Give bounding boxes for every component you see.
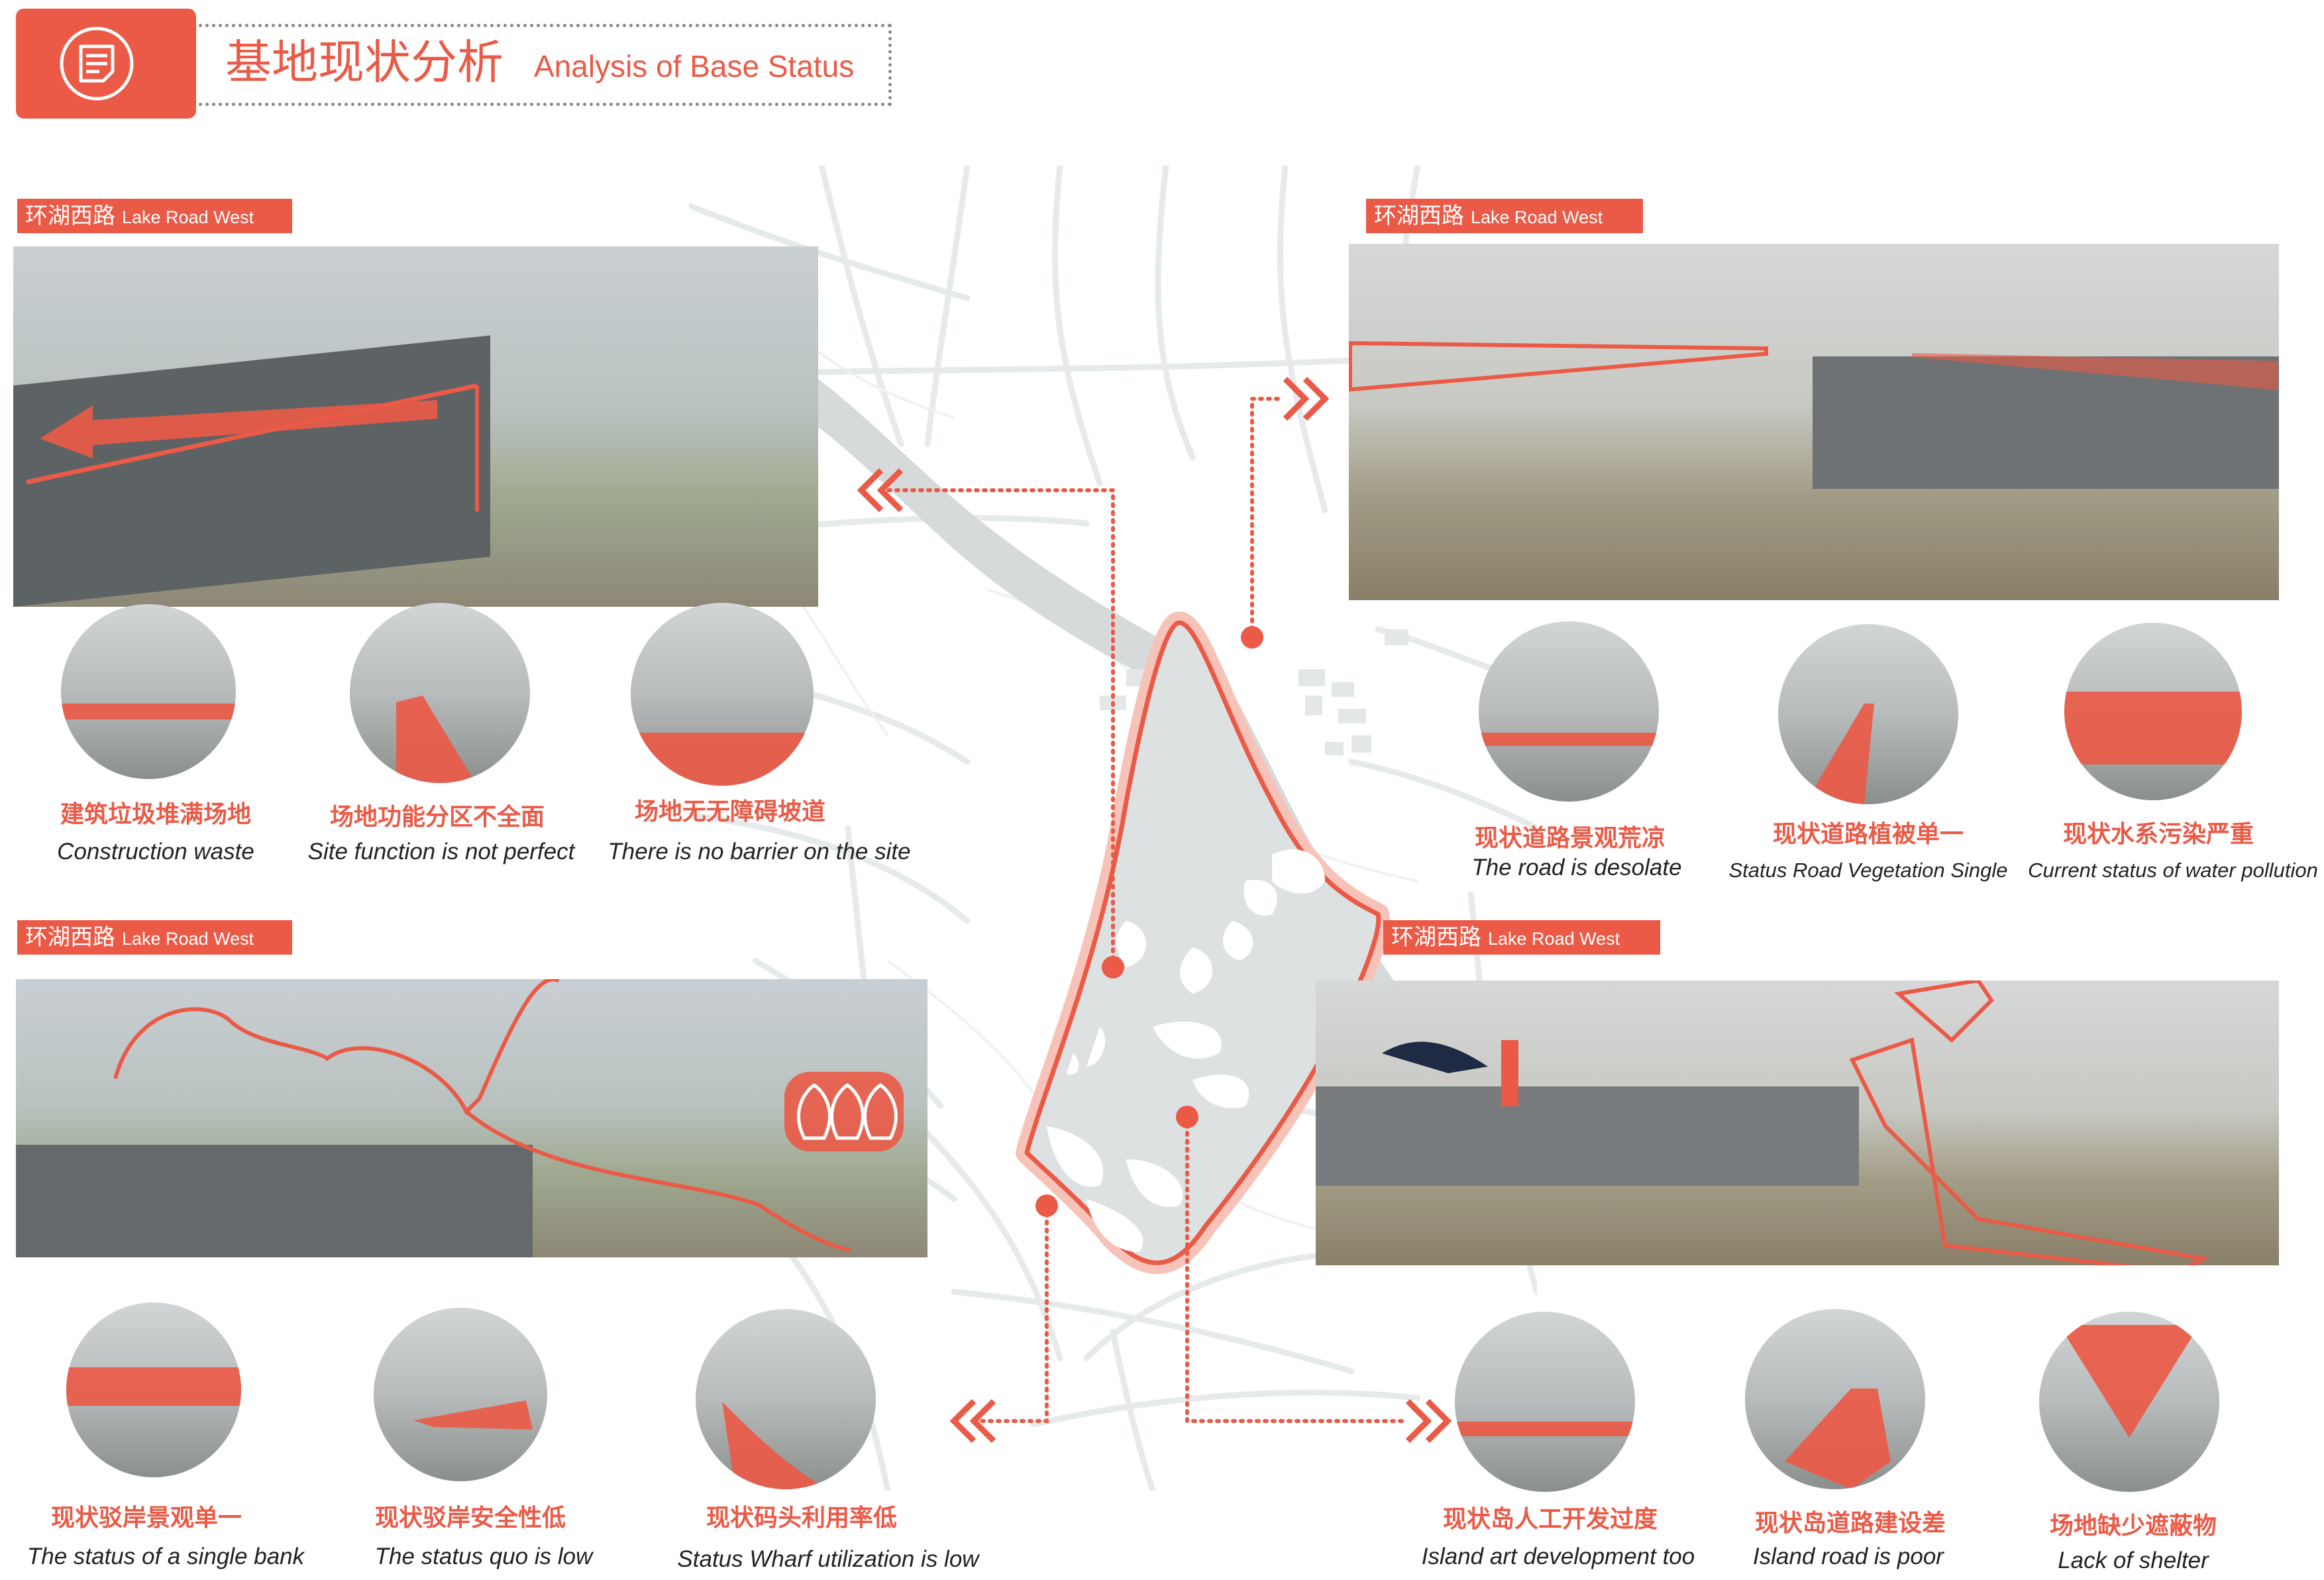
issue-title-cn: 现状码头利用率低 [706, 1504, 897, 1532]
issue-title-en: Construction waste [57, 839, 254, 865]
thumb-road-vegetation [1778, 624, 1958, 804]
thumb-water-pollution [2064, 623, 2242, 800]
page-title-cn: 基地现状分析 [225, 35, 503, 89]
leader-bottom-right [1185, 1115, 1406, 1423]
panel-tag-cn: 环湖西路 [25, 924, 115, 951]
marker-east [1176, 1106, 1198, 1128]
site-map [689, 166, 1537, 1491]
tree-outline-annotation [113, 979, 904, 1253]
photo-panel-lake-road-top-left [13, 246, 818, 607]
panel-tag-en: Lake Road West [122, 929, 254, 949]
leader-top-left [886, 488, 1115, 969]
issue-title-en: The status quo is low [374, 1544, 593, 1569]
document-icon [60, 26, 134, 101]
issue-title-cn: 场地缺少遮蔽物 [2049, 1512, 2217, 1540]
thumb-island-development [1455, 1312, 1635, 1492]
issue-title-en: Island art development too [1421, 1544, 1695, 1569]
issue-title-cn: 现状道路景观荒凉 [1474, 825, 1665, 852]
road-annotation [26, 383, 479, 511]
issue-title-en: Status Road Vegetation Single [1728, 859, 2008, 882]
issue-title-cn: 现状驳岸景观单一 [50, 1504, 242, 1532]
photo-panel-lake-road-bottom-left [16, 979, 927, 1257]
leader-bottom-left [978, 1204, 1049, 1423]
marker-south [1035, 1194, 1058, 1217]
issue-title-cn: 现状驳岸安全性低 [374, 1504, 566, 1532]
panel-tag-cn: 环湖西路 [25, 203, 115, 229]
issue-title-cn: 场地功能分区不全面 [329, 804, 545, 831]
panel-tag-en: Lake Road West [122, 207, 254, 227]
road-annotation [1382, 980, 2210, 1265]
road-annotation [1349, 341, 2278, 392]
thumb-site-function [350, 603, 530, 783]
issue-title-en: There is no barrier on the site [607, 839, 911, 865]
thumb-no-barrier-ramp [631, 603, 814, 786]
issue-title-cn: 建筑垃圾堆满场地 [60, 801, 251, 828]
issue-title-cn: 现状岛人工开发过度 [1442, 1506, 1658, 1533]
thumb-construction-waste [61, 604, 236, 779]
panel-tag-cn: 环湖西路 [1374, 203, 1464, 229]
panel-tag-cn: 环湖西路 [1391, 924, 1481, 951]
issue-title-en: Site function is not perfect [307, 839, 575, 865]
double-chevron-left-bottom [949, 1398, 996, 1444]
panel-tag-1: 环湖西路 Lake Road West [17, 199, 292, 233]
issue-title-en: Status Wharf utilization is low [677, 1546, 979, 1572]
thumb-bank-safety [374, 1308, 547, 1481]
issue-title-en: The status of a single bank [26, 1544, 305, 1569]
leader-top-right [1250, 397, 1281, 639]
thumb-island-road [1745, 1309, 1925, 1489]
thumb-single-bank [66, 1302, 241, 1477]
thumb-lack-of-shelter [2039, 1312, 2219, 1492]
issue-title-cn: 现状水系污染严重 [2062, 821, 2254, 848]
double-chevron-right-bottom [1405, 1398, 1452, 1444]
issue-title-cn: 场地无无障碍坡道 [634, 798, 825, 825]
photo-panel-lake-road-top-right [1349, 244, 2279, 600]
issue-title-en: Current status of water pollution [2028, 859, 2318, 882]
header-dotted-frame [199, 24, 892, 106]
thumb-road-desolate [1479, 621, 1659, 802]
issue-title-en: The road is desolate [1471, 855, 1682, 880]
panel-tag-4: 环湖西路 Lake Road West [1383, 920, 1660, 955]
panel-tag-3: 环湖西路 Lake Road West [17, 920, 292, 955]
issue-title-en: Island road is poor [1753, 1544, 1944, 1569]
marker-north [1241, 626, 1263, 649]
issue-title-en: Lack of shelter [2058, 1548, 2209, 1573]
issue-title-cn: 现状道路植被单一 [1772, 821, 1964, 848]
panel-tag-en: Lake Road West [1471, 207, 1603, 227]
panel-tag-2: 环湖西路 Lake Road West [1366, 199, 1643, 233]
double-chevron-left-top [857, 468, 904, 513]
page-title-en: Analysis of Base Status [534, 49, 855, 83]
photo-panel-lake-road-bottom-right [1316, 980, 2279, 1265]
double-chevron-right-top [1283, 376, 1330, 421]
issue-title-cn: 现状岛道路建设差 [1754, 1510, 1946, 1537]
thumb-wharf-utilization [696, 1309, 876, 1489]
panel-tag-en: Lake Road West [1488, 929, 1620, 949]
marker-west [1102, 956, 1124, 978]
